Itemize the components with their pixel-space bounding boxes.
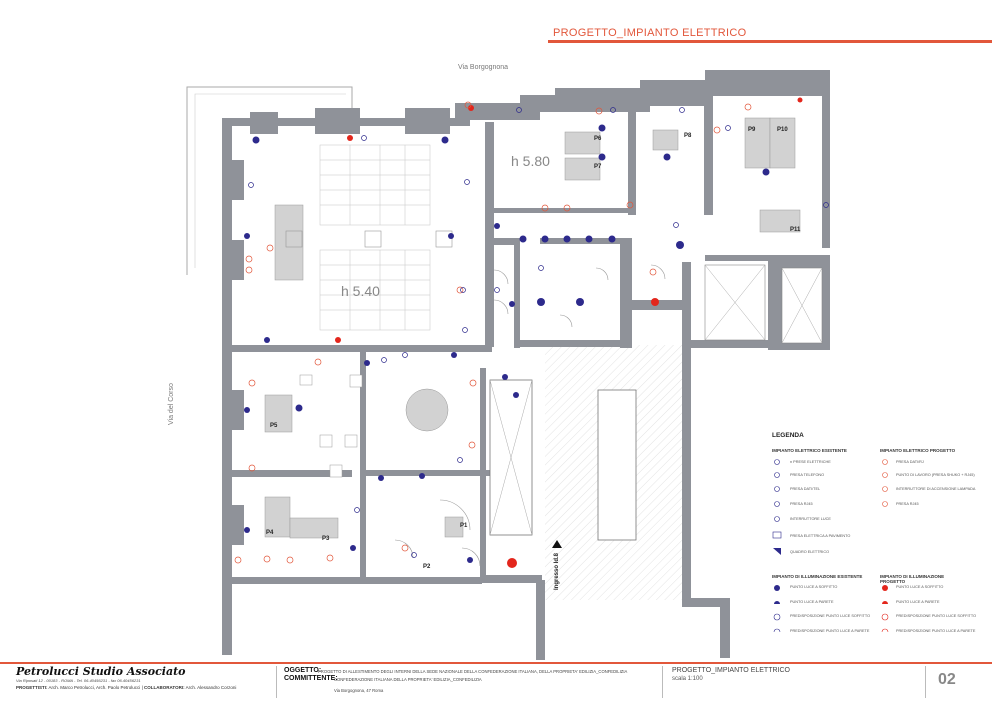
entrance-arrow	[552, 540, 562, 548]
furniture	[264, 117, 801, 539]
legend-ee-6: PRESA ELETTRICA A PAVIMENTO	[790, 534, 851, 538]
existing-outlets	[248, 107, 829, 558]
legend-el-4: PREDISPOSIZIONE PUNTO LUCE A PARETE	[790, 629, 870, 633]
entrance-label: Ingresso Id.8	[554, 552, 560, 590]
room-p11: P11	[790, 227, 801, 233]
separator: |	[141, 685, 144, 690]
projection-box-c	[435, 230, 453, 248]
collaboratori-names: Arch. Alessandro Corzoni	[185, 685, 237, 690]
street-left: Via del Corso	[168, 383, 175, 425]
title-rule	[548, 40, 992, 43]
footer-scale: scala 1:100	[672, 676, 703, 682]
height-label-main: h 5.40	[341, 283, 380, 299]
project-outlets	[234, 101, 752, 564]
floor-plan: h 5.80 h 5.40 P1 P2 P3 P4 P5 P6 P7 P8 P9…	[186, 70, 830, 660]
projection-box-a	[285, 230, 303, 248]
legend-ee-5: INTERRUTTORE LUCE	[790, 517, 831, 521]
legend-ee-4: PRESA RJ45	[790, 502, 813, 506]
progettisti: PROGETTISTI: Arch. Marco Petrolucci, Arc…	[16, 685, 236, 690]
progettisti-label: PROGETTISTI:	[16, 685, 48, 690]
legend-pe-4: PRESA RJ45	[896, 502, 919, 506]
legend-existing-electric-heading: IMPIANTO ELETTRICO ESISTENTE	[772, 448, 847, 453]
door-arcs	[394, 264, 666, 567]
studio-name: Petrolucci Studio Associato	[16, 665, 186, 678]
oggetto-value: PROGETTO DI ALLESTIMENTO DEGLI INTERNI D…	[318, 669, 628, 674]
legend-ee-7: QUADRO ELETTRICO	[790, 550, 830, 554]
sheet-number: 02	[938, 671, 956, 688]
legend-el-2: PUNTO LUCE A PARETE	[790, 600, 834, 604]
legend-pe-2: PUNTO DI LAVORO (PRESA SHUKO + RJ45)	[896, 473, 975, 477]
seating-grid	[319, 144, 431, 331]
room-p7: P7	[594, 164, 602, 170]
legend-pl-4: PREDISPOSIZIONE PUNTO LUCE A PARETE	[896, 629, 976, 633]
legend-pe-1: PRESA DATI/RJ	[896, 460, 924, 464]
legend-existing-lighting-symbols	[773, 585, 781, 633]
room-p8: P8	[684, 133, 692, 139]
round-table	[405, 388, 449, 432]
collaboratori-label: COLLABORATORI:	[144, 685, 185, 690]
title-block: Petrolucci Studio Associato Via Riposati…	[0, 662, 992, 702]
room-p1: P1	[460, 523, 468, 529]
legend-project-electric-heading: IMPIANTO ELETTRICO PROGETTO	[880, 448, 956, 453]
balcony-inner	[194, 93, 346, 268]
footer-rule	[0, 662, 992, 664]
legend-ee-1: n PRESE ELETTRICHE	[790, 460, 831, 464]
legend-el-1: PUNTO LUCE A SOFFITTO	[790, 585, 838, 589]
divider-1	[276, 666, 277, 698]
legend-existing-electric-symbols	[772, 459, 782, 555]
legend-pl-1: PUNTO LUCE A SOFFITTO	[896, 585, 944, 589]
legend-project-lighting-heading: IMPIANTO DI ILLUMINAZIONE PROGETTO	[880, 574, 945, 584]
stair-void	[597, 389, 637, 541]
room-p2: P2	[423, 564, 431, 570]
sheet-title: PROGETTO_IMPIANTO ELETTRICO	[553, 27, 747, 39]
address: Via Borgognona, 47 Roma	[334, 688, 384, 693]
studio-contacts: Via Riposati 12 - 00183 - ROMA - Tel. 06…	[16, 678, 141, 683]
legend-pl-3: PREDISPOSIZIONE PUNTO LUCE SOFFITTO	[896, 614, 977, 618]
projection-box-b	[364, 230, 382, 248]
legend-el-3: PREDISPOSIZIONE PUNTO LUCE SOFFITTO	[790, 614, 871, 618]
legend-title: LEGENDA	[772, 432, 804, 439]
divider-2	[662, 666, 663, 698]
committente-label: COMMITTENTE:	[284, 675, 338, 682]
balcony-outline	[186, 86, 353, 275]
room-p3: P3	[322, 536, 330, 542]
room-p6: P6	[594, 136, 602, 142]
room-p4: P4	[266, 530, 274, 536]
legend-existing-lighting-heading: IMPIANTO DI ILLUMINAZIONE ESISTENTE	[772, 574, 863, 579]
oggetto-label: OGGETTO:	[284, 667, 322, 674]
project-ceiling-lights	[335, 97, 803, 568]
chairs	[299, 374, 363, 478]
progettisti-names: Arch. Marco Petrolucci, Arch. Paolo Petr…	[48, 685, 141, 690]
legend-ee-2: PRESA TELEFONO	[790, 473, 825, 477]
room-p5: P5	[270, 423, 278, 429]
legend-pl-2: PUNTO LUCE A PARETE	[896, 600, 940, 604]
street-top: Via Borgognona	[458, 64, 509, 71]
legend-pe-3: INTERRUTTORE DI ACCENSIONE LAMPADA	[896, 487, 976, 491]
divider-3	[925, 666, 926, 698]
committente-value: CONFEDERAZIONE ITALIANA DELLA PROPRIETA'…	[334, 677, 482, 682]
height-label-upper: h 5.80	[511, 153, 550, 169]
legend-project-lighting-symbols	[881, 585, 889, 633]
window-recesses	[222, 72, 830, 545]
existing-ceiling-lights	[244, 124, 770, 563]
legend-project-electric-symbols	[882, 459, 888, 507]
footer-project: PROGETTO_IMPIANTO ELETTRICO	[672, 667, 790, 674]
room-p9: P9	[748, 127, 756, 133]
legend-ee-3: PRESA DATI/TEL	[790, 487, 821, 491]
room-p10: P10	[777, 127, 788, 133]
